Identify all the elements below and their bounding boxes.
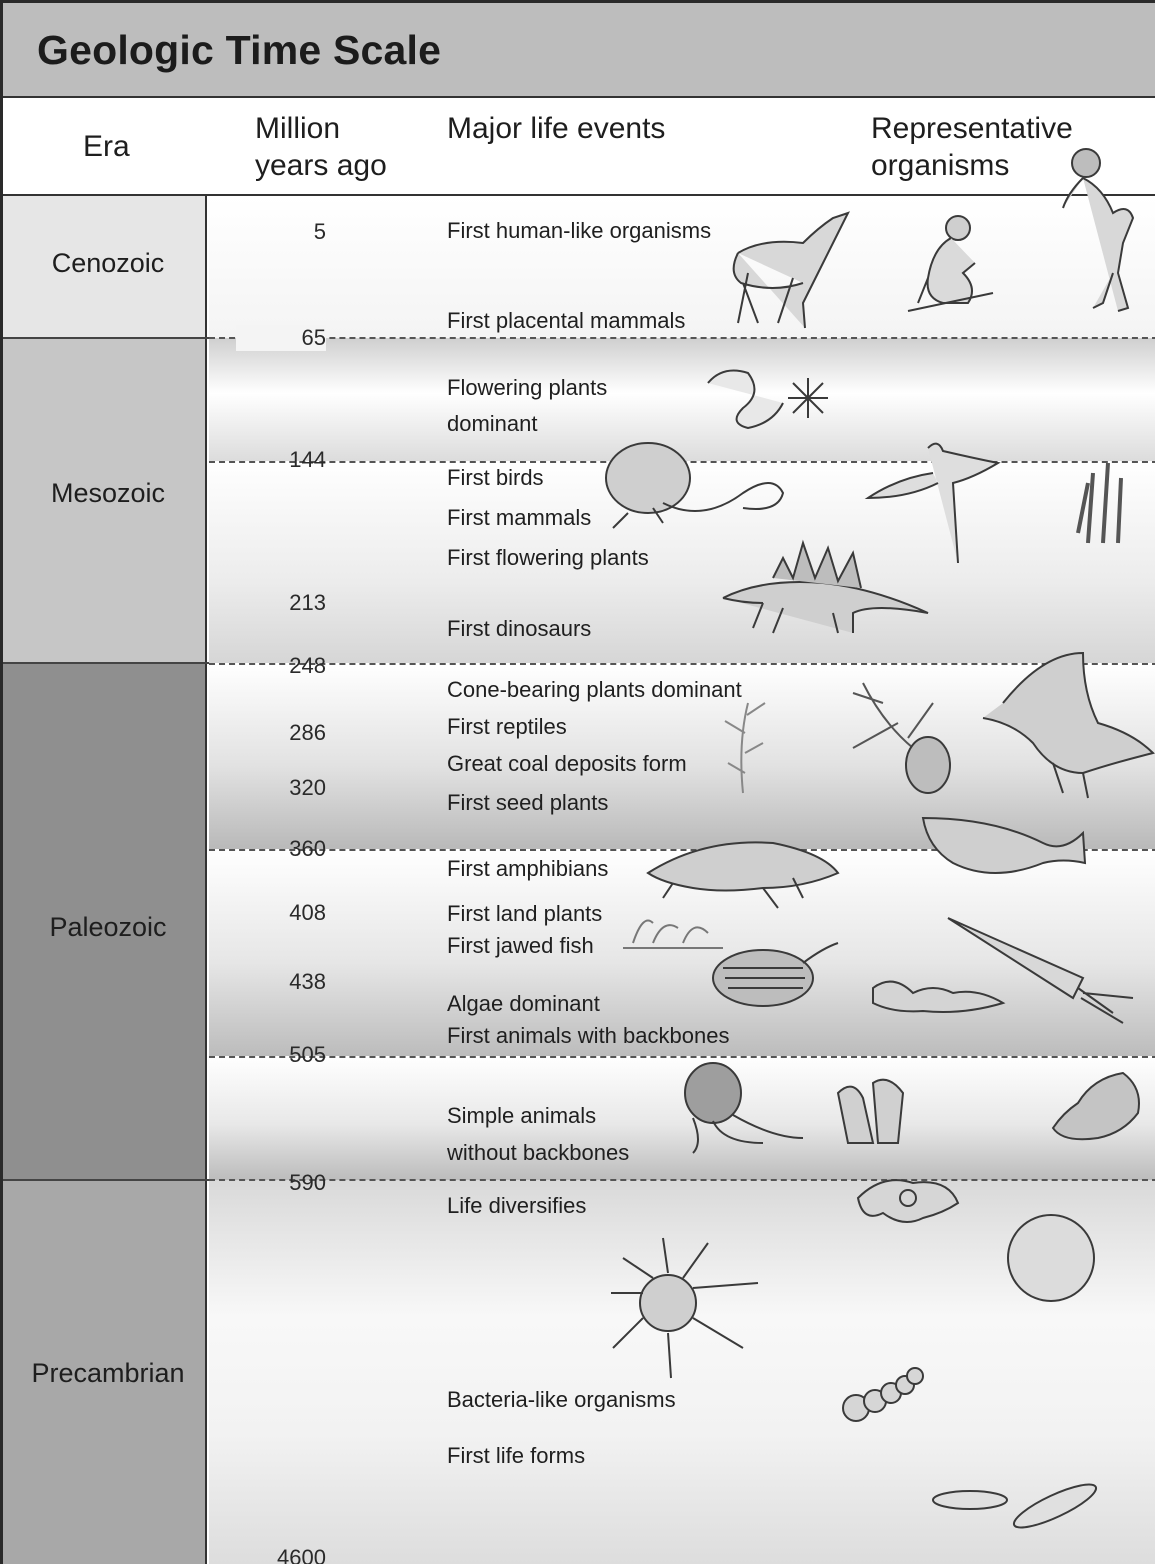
jellyfish-icon bbox=[685, 1063, 803, 1153]
early-mammal-icon bbox=[606, 443, 783, 528]
organism-illustrations bbox=[3, 3, 1155, 1564]
plant-shrub-icon bbox=[1078, 463, 1121, 543]
early-bird-icon bbox=[868, 444, 998, 563]
early-fish-icon bbox=[923, 818, 1085, 873]
dimetrodon-icon bbox=[983, 653, 1153, 798]
early-land-plant-icon bbox=[623, 921, 723, 949]
early-horse-icon bbox=[734, 213, 848, 328]
conifer-cone-icon bbox=[853, 683, 950, 793]
radiolarian-icon bbox=[611, 1238, 758, 1378]
protist-sphere-icon bbox=[1008, 1215, 1094, 1301]
snail-icon bbox=[1053, 1073, 1139, 1139]
stegosaurus-icon bbox=[723, 543, 928, 633]
trilobite-icon bbox=[713, 943, 838, 1006]
crouching-hominid-icon bbox=[908, 216, 993, 311]
algae-icon bbox=[873, 982, 1003, 1012]
rod-bacteria-icon bbox=[933, 1477, 1100, 1535]
flowering-plant-icon bbox=[708, 371, 828, 428]
amoeba-icon bbox=[858, 1180, 958, 1222]
upright-hominid-icon bbox=[1063, 149, 1133, 311]
bacteria-chain-icon bbox=[843, 1368, 923, 1421]
sponge-icon bbox=[838, 1080, 903, 1143]
early-amphibian-icon bbox=[648, 842, 838, 908]
fern-icon bbox=[725, 703, 765, 793]
